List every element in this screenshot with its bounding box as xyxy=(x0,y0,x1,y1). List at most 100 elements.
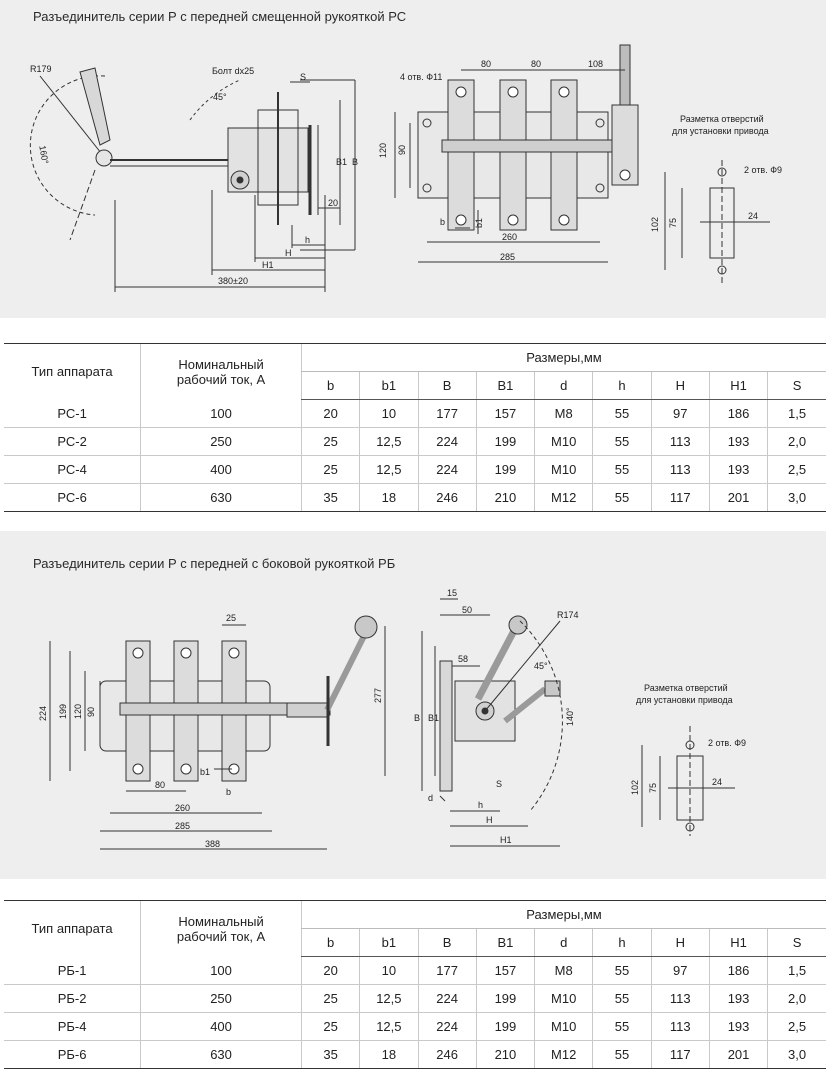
side-mount-plate xyxy=(439,660,453,792)
label-angle45: 45° xyxy=(213,92,227,102)
label-bolt: Болт dx25 xyxy=(212,66,254,76)
radius-line xyxy=(39,75,106,159)
col-dims-header: Размеры,мм xyxy=(300,343,826,372)
handle-grip xyxy=(79,67,111,146)
side-swing-arc xyxy=(519,620,563,812)
col-type-header: Тип аппарата xyxy=(4,343,141,400)
col-type-header: Тип аппарата xyxy=(4,900,141,957)
rb-label-25: 25 xyxy=(226,613,236,623)
subcol-S: S xyxy=(767,371,826,400)
label-20: 20 xyxy=(328,198,338,208)
rb-label-24: 24 xyxy=(712,777,722,787)
rb-label-B1: B1 xyxy=(428,713,439,723)
technical-drawing-rb: 25 224 199 120 90 80 b1 b 260 285 388 27… xyxy=(38,588,746,850)
label-102: 102 xyxy=(650,217,660,232)
subcol-H: H xyxy=(650,371,710,400)
mount-title-2: для установки привода xyxy=(672,126,769,136)
subcol-H1: H1 xyxy=(708,371,768,400)
rb-label-H: H xyxy=(486,815,493,825)
label-angle160: 160° xyxy=(37,145,50,165)
label-380: 380±20 xyxy=(218,276,248,286)
rb-label-45: 45° xyxy=(534,661,548,671)
subcol-B1: B1 xyxy=(475,371,535,400)
subcol-h: h xyxy=(592,371,652,400)
label-75: 75 xyxy=(668,218,678,228)
subcol-B: B xyxy=(417,928,477,957)
label-b1-front: b1 xyxy=(474,218,484,228)
section-title-rb: Разъединитель серии Р с передней с боков… xyxy=(33,556,396,571)
label-b-front: b xyxy=(440,217,445,227)
label-285: 285 xyxy=(500,252,515,262)
label-h-small: h xyxy=(305,235,310,245)
rb-label-199: 199 xyxy=(58,704,68,719)
label-b1-side: B1 xyxy=(336,157,347,167)
handle-swing-arc xyxy=(29,75,106,216)
subcol-h: h xyxy=(592,928,652,957)
rb-label-224: 224 xyxy=(38,706,48,721)
subcol-b1: b1 xyxy=(359,928,418,957)
rb-label-r174: R174 xyxy=(557,610,579,620)
rb-label-80: 80 xyxy=(155,780,165,790)
rb-label-140: 140° xyxy=(565,707,575,726)
rb-label-75: 75 xyxy=(648,783,658,793)
label-H1: H1 xyxy=(262,260,274,270)
subcol-d: d xyxy=(534,371,593,400)
rb-label-d: d xyxy=(428,793,433,803)
label-90-front: 90 xyxy=(397,145,407,155)
rb-mount-title-2: для установки привода xyxy=(636,695,733,705)
section-title-rc: Разъединитель серии Р с передней смещенн… xyxy=(33,9,407,24)
label-holes-mount: 2 отв. Ф9 xyxy=(744,165,782,175)
rb-label-B: B xyxy=(414,713,420,723)
rb-label-50: 50 xyxy=(462,605,472,615)
subcol-d: d xyxy=(534,928,593,957)
label-80b: 80 xyxy=(531,59,541,69)
rb-label-388: 388 xyxy=(205,839,220,849)
label-s: S xyxy=(300,72,306,82)
rb-label-b: b xyxy=(226,787,231,797)
rb-mount-title-1: Разметка отверстий xyxy=(644,683,728,693)
technical-drawing-rc: R179 Болт dx25 S 45° 160° B1 B 20 h H H1… xyxy=(29,44,782,292)
rb-label-h: h xyxy=(478,800,483,810)
rb-label-285: 285 xyxy=(175,821,190,831)
rb-label-S: S xyxy=(496,779,502,789)
subcol-B1: B1 xyxy=(475,928,535,957)
rb-label-b1: b1 xyxy=(200,767,210,777)
label-holes-front: 4 отв. Ф11 xyxy=(400,72,442,82)
drawing-panel-rb: Разъединитель серии Р с передней с боков… xyxy=(0,531,826,879)
subcol-S: S xyxy=(767,928,826,957)
rb-label-120: 120 xyxy=(73,704,83,719)
label-260: 260 xyxy=(502,232,517,242)
label-108: 108 xyxy=(588,59,603,69)
rb-label-15: 15 xyxy=(447,588,457,598)
col-dims-header: Размеры,мм xyxy=(300,900,826,929)
subcol-B: B xyxy=(417,371,477,400)
subcol-b: b xyxy=(300,371,360,400)
rb-label-90: 90 xyxy=(86,707,96,717)
rb-label-H1: H1 xyxy=(500,835,512,845)
label-80a: 80 xyxy=(481,59,491,69)
label-24: 24 xyxy=(748,211,758,221)
label-H: H xyxy=(285,248,292,258)
subcol-H: H xyxy=(650,928,710,957)
label-r179: R179 xyxy=(30,64,52,74)
rb-label-58: 58 xyxy=(458,654,468,664)
label-b-side: B xyxy=(352,157,358,167)
subcol-b: b xyxy=(300,928,360,957)
mount-title-1: Разметка отверстий xyxy=(680,114,764,124)
rb-label-102: 102 xyxy=(630,780,640,795)
drawing-panel-rc: Разъединитель серии Р с передней смещенн… xyxy=(0,0,826,318)
subcol-b1: b1 xyxy=(359,371,418,400)
rb-label-holes: 2 отв. Ф9 xyxy=(708,738,746,748)
